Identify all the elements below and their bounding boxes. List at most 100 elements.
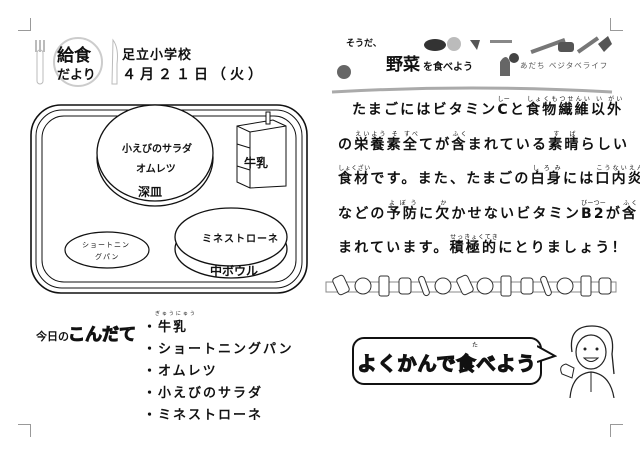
ruby-base: 含 xyxy=(451,136,468,153)
ruby-word: 積極的せっきょくてき xyxy=(449,234,499,256)
ruby-reading: しー xyxy=(497,96,510,103)
ruby-base: 積極的 xyxy=(449,240,499,256)
deep-plate-label: 深皿 xyxy=(138,185,163,199)
menu-item-text: ・ミネストローネ xyxy=(143,408,264,423)
lunch-tray: 小えびのサラダ オムレツ 深皿 牛乳 ミネストローネ 中ボウル ショートニン グ… xyxy=(30,104,308,294)
corner-mark-br xyxy=(610,424,623,437)
vegetable-banner: そうだ、 野菜 を食べよう あだち ベジタベライフ xyxy=(330,30,615,100)
text-segment: かせないビタミン xyxy=(451,205,582,222)
ruby-base: 予防 xyxy=(386,205,420,222)
ruby-word: 欠か xyxy=(435,200,451,222)
food-character-border-illustration xyxy=(325,274,617,297)
deep-plate-item-salad: 小えびのサラダ xyxy=(122,144,192,155)
ruby-reading: びーつー xyxy=(581,199,606,207)
ruby-reading: か xyxy=(435,199,452,207)
menu-item-text: ・小えびのサラダ xyxy=(143,386,264,401)
corner-mark-tl xyxy=(18,18,31,31)
article-line: の栄養えいよう素そ全すべてが含ふくまれている素晴すばらしい xyxy=(338,131,629,154)
ruby-word: 含ふく xyxy=(451,131,468,153)
menu-item-ruby: ぎゅうにゅう xyxy=(155,311,197,317)
text-segment: に xyxy=(419,205,436,222)
ruby-word: 素晴すば xyxy=(548,131,581,153)
school-name: 足立小学校 xyxy=(122,44,192,63)
nutritionist-girl-illustration xyxy=(560,325,615,398)
banner-sub: あだち ベジタベライフ xyxy=(520,61,609,70)
menu-item-text: ・牛乳 xyxy=(143,320,189,335)
ruby-word: B2びーつー xyxy=(581,200,606,222)
ruby-base: 外 xyxy=(607,102,624,118)
menu-item: ・ショートニングパン xyxy=(143,338,294,360)
text-segment: などの xyxy=(338,205,387,222)
ruby-reading: えいよう xyxy=(354,130,387,138)
menu-heading-main: こんだて xyxy=(68,325,137,346)
bread-line2: グパン xyxy=(95,253,120,261)
ruby-base: 口内炎 xyxy=(595,171,640,187)
milk-label: 牛乳 xyxy=(244,156,269,170)
corner-mark-bl xyxy=(18,424,31,437)
ruby-word: 食物繊維しょくもつせんい xyxy=(526,96,591,118)
ruby-word: 以い xyxy=(590,96,608,118)
article-line: 食材しょくざいです。また、たまごの白身しろみには口内炎こうないえん xyxy=(338,165,640,188)
logo-line1: 給食 xyxy=(57,46,91,66)
article-line: まれています。積極的せっきょくてきにとりましょう！ xyxy=(338,234,628,257)
corner-mark-tr xyxy=(610,18,623,31)
banner-suffix: を食べよう xyxy=(423,62,473,73)
ruby-word: 口内炎こうないえん xyxy=(595,165,640,187)
speech-bubble-tail xyxy=(537,345,557,363)
banner-prefix: そうだ、 xyxy=(346,39,382,49)
text-segment: には xyxy=(563,171,596,187)
school-name-text: 足立小学校 xyxy=(122,48,193,63)
todays-menu-heading: 今日の こんだて xyxy=(36,318,137,348)
deep-plate-item-omelet: オムレツ xyxy=(136,164,176,175)
vegetable-illustrations xyxy=(331,36,613,94)
text-segment: の xyxy=(338,136,355,153)
ruby-reading: しょくざい xyxy=(338,165,371,172)
text-segment: らしい xyxy=(580,136,630,153)
text-segment: と xyxy=(509,102,527,118)
menu-list: ぎゅうにゅう ・牛乳 ・ショートニングパン ・オムレツ ・小えびのサラダ ・ミネ… xyxy=(143,311,294,426)
character-border xyxy=(325,272,617,300)
text-segment: てが xyxy=(419,136,452,153)
ruby-word: 予防よぼう xyxy=(386,200,420,222)
tray-outline xyxy=(30,104,308,294)
menu-item-text: ・ショートニングパン xyxy=(143,342,294,357)
ruby-base: 食物繊維 xyxy=(526,102,591,118)
article-line: たまごにはビタミンCしーと食物繊維しょくもつせんい以い外がい xyxy=(352,96,623,119)
ruby-base: 栄養 xyxy=(354,136,387,153)
ruby-reading: せっきょくてき xyxy=(449,234,499,241)
menu-item: ・ミネストローネ xyxy=(143,404,294,426)
menu-item: ぎゅうにゅう ・牛乳 xyxy=(143,311,294,338)
ruby-reading: い xyxy=(590,96,608,103)
bowl-label: 中ボウル xyxy=(210,264,259,278)
bubble-ruby: た xyxy=(472,342,479,349)
menu-heading-prefix: 今日の xyxy=(36,330,69,343)
ruby-word: 全すべ xyxy=(403,131,419,153)
ruby-reading: こうないえん xyxy=(595,165,640,172)
ruby-reading: しろみ xyxy=(530,165,563,172)
ruby-reading: ふく xyxy=(451,130,468,138)
text-segment: です。また、たまごの xyxy=(370,171,531,187)
ruby-base: 以 xyxy=(590,102,608,118)
menu-item: ・オムレツ xyxy=(143,360,294,382)
ruby-reading: そ xyxy=(386,130,403,138)
speech-bubble: た よくかんで食べよう xyxy=(352,337,542,385)
ruby-word: Cしー xyxy=(497,96,510,118)
ruby-base: 白身 xyxy=(530,171,563,187)
ruby-reading: がい xyxy=(607,96,624,103)
ruby-word: 外がい xyxy=(607,96,624,118)
text-segment: たまごにはビタミン xyxy=(352,102,498,118)
ruby-base: C xyxy=(497,102,510,118)
bubble-text: よくかんで食べよう xyxy=(357,352,537,375)
ruby-base: 含 xyxy=(622,205,639,222)
text-segment: まれている xyxy=(467,136,549,153)
article-line: などの予防よぼうに欠かかせないビタミンB2びーつーが含ふく xyxy=(338,200,638,223)
text-segment: まれています。 xyxy=(338,240,450,256)
ruby-base: 素晴 xyxy=(548,136,581,153)
ruby-reading: よぼう xyxy=(386,199,419,207)
ruby-word: 食材しょくざい xyxy=(338,165,371,187)
menu-item-text: ・オムレツ xyxy=(143,364,218,379)
ruby-word: 白身しろみ xyxy=(530,165,563,187)
ruby-word: 含ふく xyxy=(622,200,639,222)
ruby-reading: ふく xyxy=(622,199,639,207)
ruby-base: 食材 xyxy=(338,171,371,187)
